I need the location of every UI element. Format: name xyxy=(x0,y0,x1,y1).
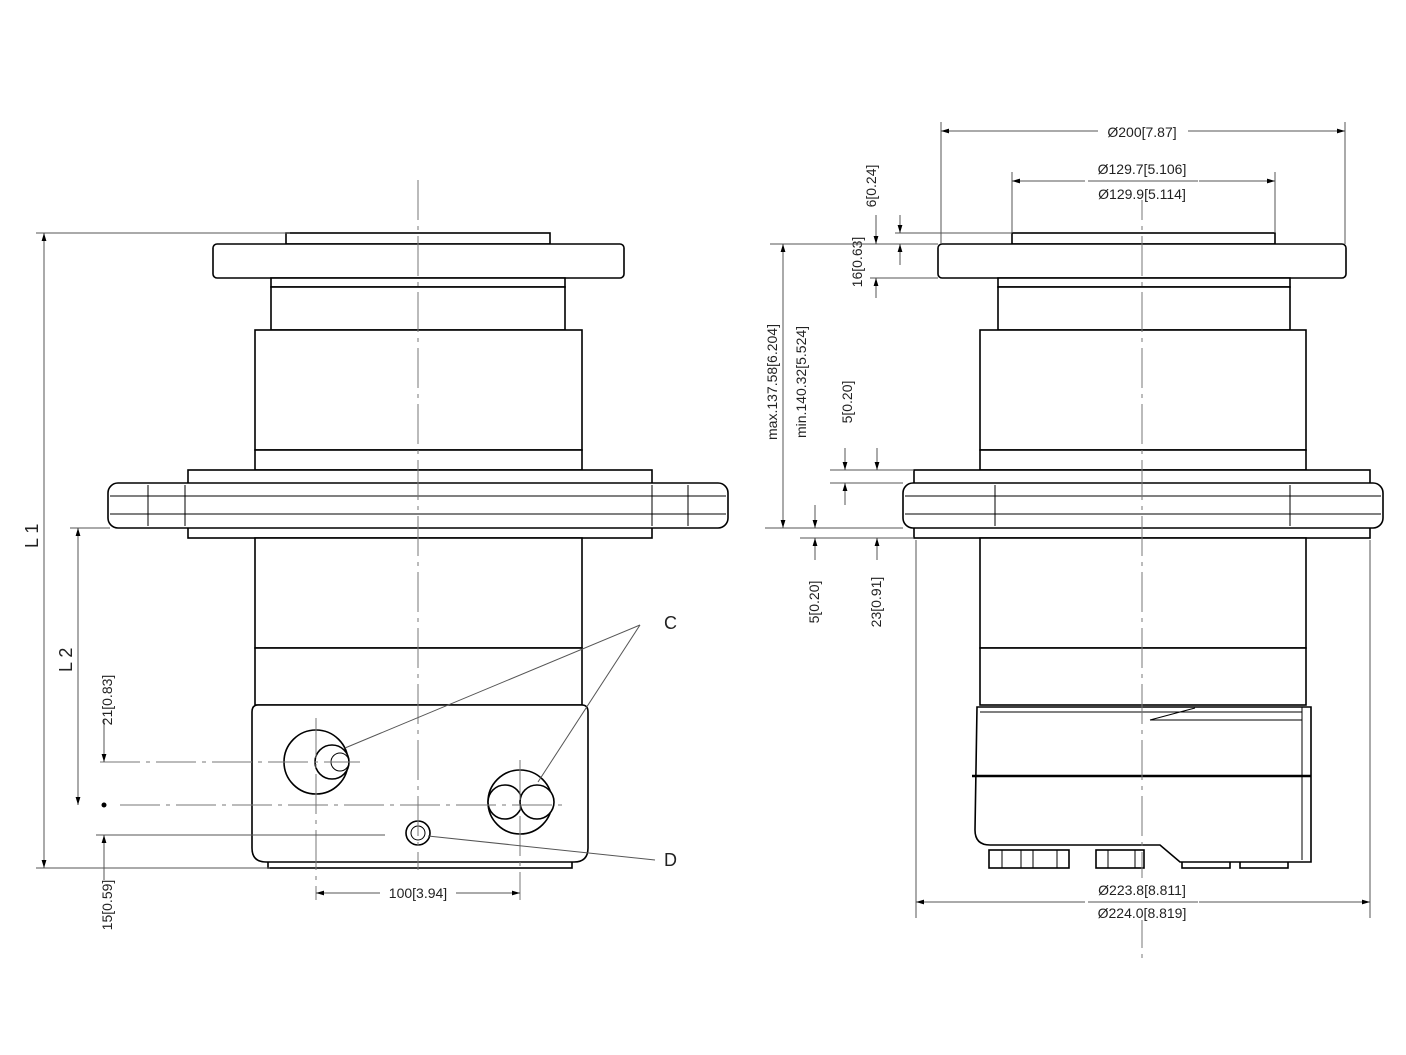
dim-129-7: Ø129.7[5.106] xyxy=(1098,161,1187,177)
dim-200: Ø200[7.87] xyxy=(1107,124,1176,140)
dim-23: 23[0.91] xyxy=(868,577,884,628)
dim-16: 16[0.63] xyxy=(849,237,865,288)
dim-129-9: Ø129.9[5.114] xyxy=(1098,186,1186,202)
dim-5-upper: 5[0.20] xyxy=(839,381,855,424)
side-view-right: Ø200[7.87] Ø129.7[5.106] Ø129.9[5.114] 6… xyxy=(764,122,1384,960)
port-c-right xyxy=(487,769,555,835)
callout-c: C xyxy=(664,613,677,633)
label-l1: L 1 xyxy=(22,524,42,548)
dim-223-8: Ø223.8[8.811] xyxy=(1098,882,1186,898)
label-l2: L 2 xyxy=(56,648,76,672)
dim-min: min.140.32[5.524] xyxy=(793,326,809,438)
dim-224-0: Ø224.0[8.819] xyxy=(1098,905,1187,921)
side-view-left: L 1 L 2 21[0.83] 15[0.59] 100[3.94] C D xyxy=(22,180,729,931)
dim-100: 100[3.94] xyxy=(389,885,447,901)
dim-21: 21[0.83] xyxy=(99,675,115,726)
callout-d: D xyxy=(664,850,677,870)
dim-15: 15[0.59] xyxy=(99,880,115,931)
dim-max: max.137.58[6.204] xyxy=(764,324,780,440)
dim-6: 6[0.24] xyxy=(863,165,879,208)
dim-5-lower: 5[0.20] xyxy=(806,581,822,624)
